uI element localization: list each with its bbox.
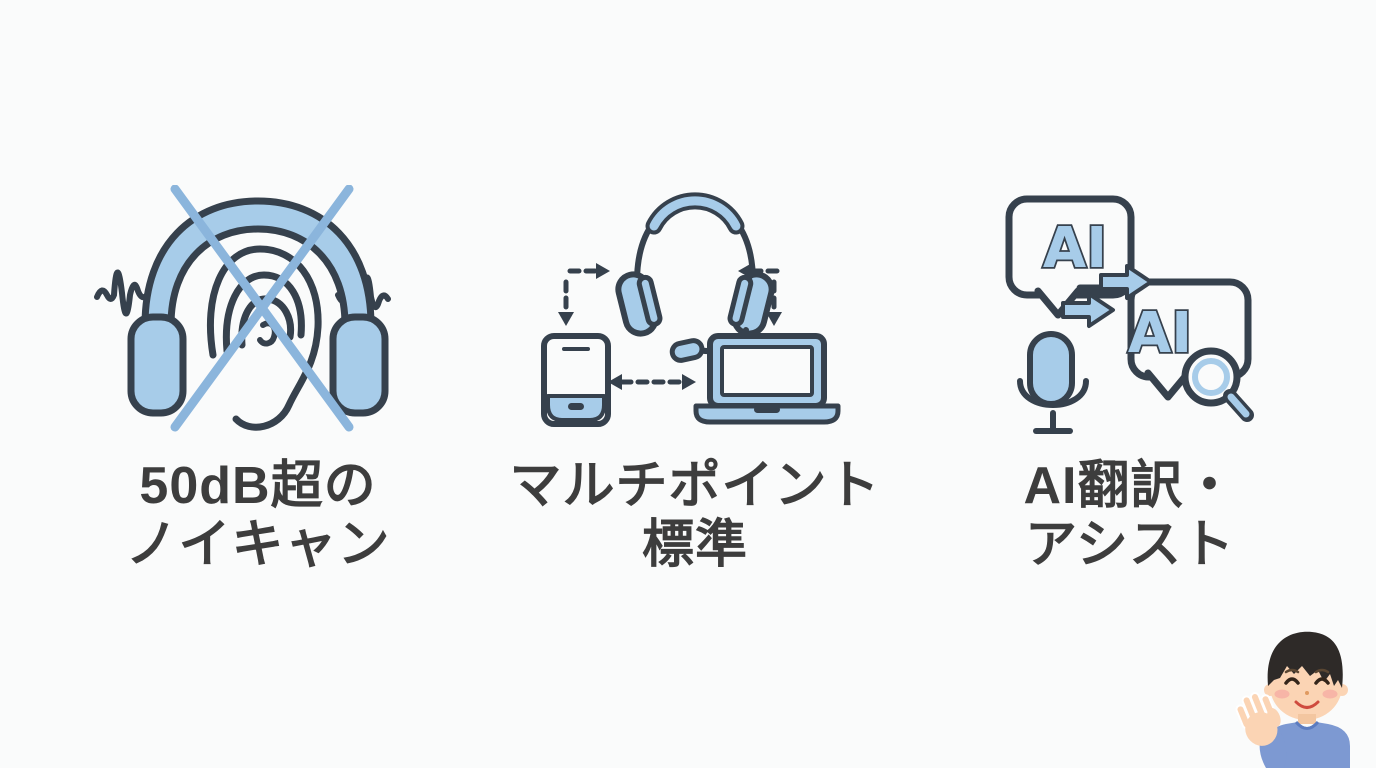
label-line-1: AI翻訳・	[1023, 457, 1237, 515]
label-line-2: ノイキャン	[125, 516, 391, 574]
shirt	[1266, 722, 1350, 768]
headset-shape	[615, 192, 775, 363]
multipoint-headset-phone-laptop-icon	[530, 175, 860, 445]
feature-label-noise-cancellation: 50dB超の ノイキャン	[125, 457, 390, 575]
noise-cancellation-ear-icon	[93, 175, 423, 445]
neck	[1298, 714, 1316, 724]
man-head	[1264, 631, 1348, 720]
waving-hand	[1235, 692, 1281, 746]
laptop-shape	[693, 333, 841, 425]
feature-noise-cancellation: 50dB超の ノイキャン	[48, 175, 468, 575]
feature-multipoint: マルチポイント 標準	[485, 175, 905, 575]
feature-ai-translate: AI AI	[920, 175, 1340, 575]
microphone-icon	[1017, 331, 1089, 434]
ear-shape	[206, 245, 322, 431]
waving-man-illustration	[1230, 622, 1376, 768]
earcup-left	[127, 313, 187, 417]
headset-phone-laptop-icon	[541, 192, 841, 427]
earcup-right	[329, 313, 389, 417]
closed-eye-left	[1284, 677, 1300, 685]
magnifier-icon	[1181, 347, 1254, 422]
crossed-ear-headphones-icon	[94, 185, 391, 432]
label-line-2: 標準	[641, 516, 748, 574]
ai-text-left: AI	[1043, 216, 1107, 281]
smartphone-shape	[541, 333, 611, 427]
collar	[1294, 720, 1320, 730]
feature-label-ai-translate: AI翻訳・ アシスト	[1023, 457, 1236, 575]
soundwave-left	[94, 269, 150, 317]
mic-tip	[669, 338, 705, 363]
label-line-1: マルチポイント	[509, 457, 881, 515]
closed-eye-right	[1314, 677, 1330, 685]
feature-label-multipoint: マルチポイント 標準	[509, 457, 880, 575]
smile	[1294, 700, 1320, 709]
translate-arrows	[1061, 264, 1153, 328]
hair	[1267, 631, 1343, 688]
cross-out-x	[170, 185, 354, 432]
ai-text-right: AI	[1128, 301, 1192, 366]
waving-man-icon	[1235, 631, 1350, 768]
label-line-2: アシスト	[1025, 516, 1235, 574]
connection-arrows	[558, 263, 782, 390]
ai-translation-speech-bubbles-icon: AI AI	[1000, 175, 1260, 445]
ai-speech-bubbles-icon: AI AI	[1005, 195, 1254, 434]
label-line-1: 50dB超の	[139, 457, 377, 515]
